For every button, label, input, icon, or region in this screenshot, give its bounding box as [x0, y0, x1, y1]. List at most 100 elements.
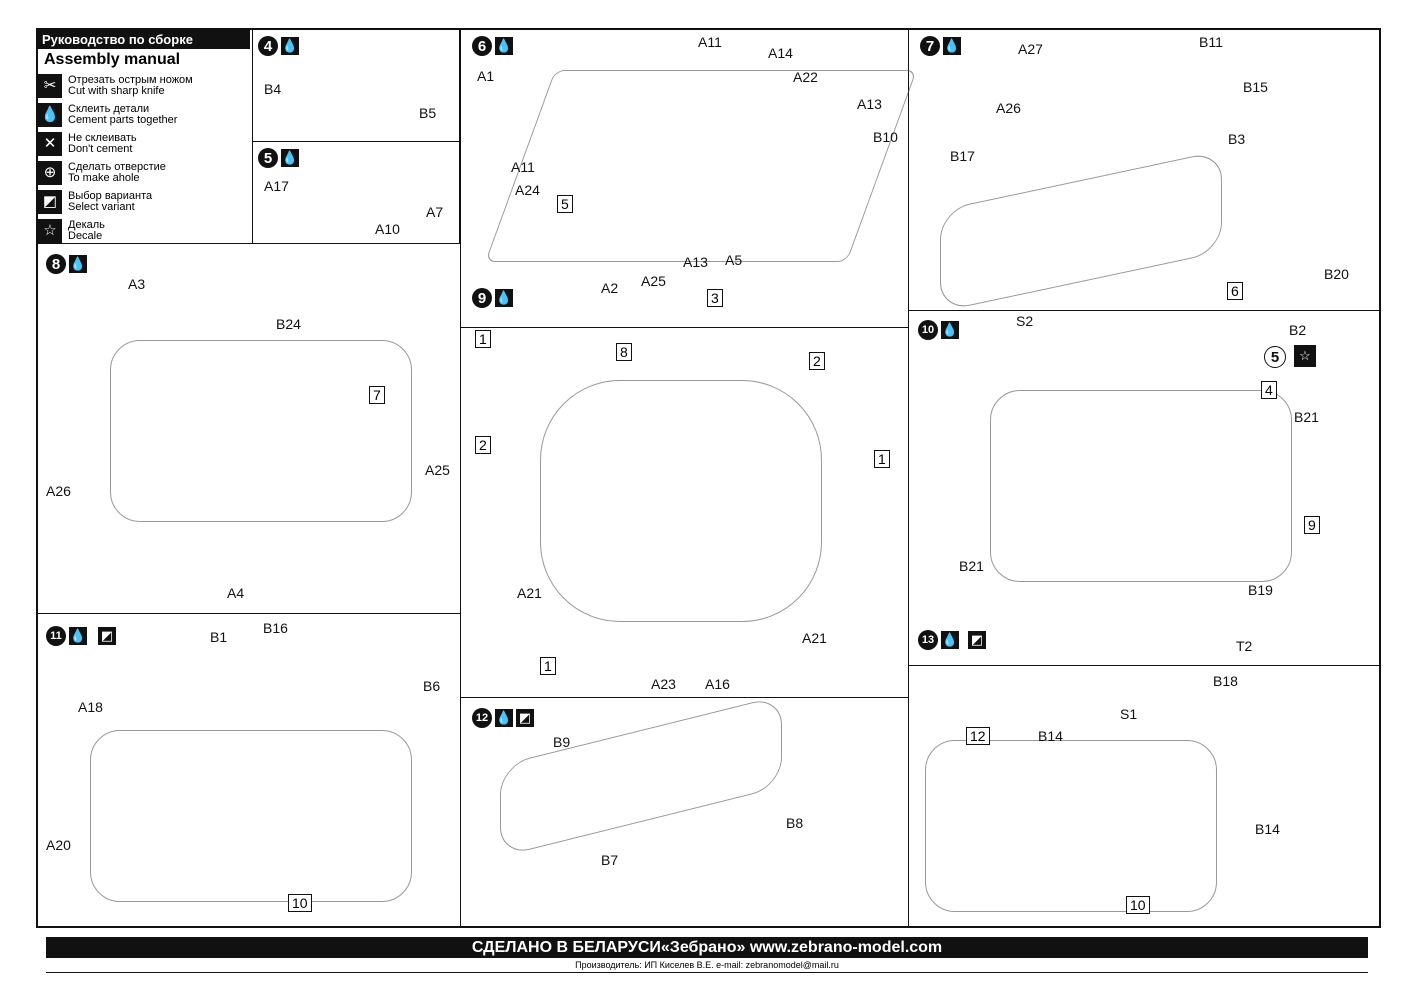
part-label: A13	[683, 254, 708, 270]
legend-title-en: Assembly manual	[44, 51, 181, 68]
legend-ru: Отрезать острым ножом	[68, 73, 193, 86]
step-ref-circle: 5	[1264, 346, 1286, 368]
step-number: 11	[46, 626, 66, 646]
part-label: A14	[768, 45, 793, 61]
step-ref-box: 10	[1126, 896, 1150, 914]
part-label: A4	[227, 585, 245, 601]
step-number: 5	[258, 148, 278, 168]
part-label: A25	[641, 273, 666, 289]
part-label: B17	[950, 148, 975, 164]
part-label: A21	[802, 630, 827, 646]
star-icon: ☆	[38, 218, 62, 243]
drop-icon: 💧	[943, 37, 961, 55]
star-icon: ☆	[1294, 345, 1316, 367]
part-label: A1	[477, 68, 495, 84]
step-ref-box: 12	[966, 727, 990, 745]
part-label: B21	[959, 558, 984, 574]
part-label: B9	[553, 734, 571, 750]
knife-icon: ✂	[38, 73, 62, 98]
variant-icon: ◩	[98, 627, 116, 645]
part-label: A3	[128, 276, 146, 292]
part-label: S2	[1016, 313, 1034, 329]
step-8-header: 8💧	[46, 254, 87, 274]
step-12-header: 12💧◩	[472, 708, 534, 728]
drop-icon: 💧	[495, 37, 513, 55]
variant-icon: ◩	[516, 709, 534, 727]
step-13-header: 13💧 ◩	[918, 630, 986, 650]
part-label: B7	[601, 852, 619, 868]
step-9-header: 9💧	[472, 288, 513, 308]
step-ref-box: 2	[475, 436, 491, 454]
part-label: B16	[263, 620, 288, 636]
car-drawing	[90, 730, 412, 902]
car-drawing	[925, 740, 1217, 912]
step-ref-box: 9	[1304, 516, 1320, 534]
part-label: A22	[793, 69, 818, 85]
legend-ru: Декаль	[68, 218, 105, 231]
part-label: A10	[375, 221, 400, 237]
step-6-header: 6💧	[472, 36, 513, 56]
legend-ru: Выбор варианта	[68, 189, 153, 202]
part-label: T2	[1236, 638, 1253, 654]
step-number: 9	[472, 288, 492, 308]
step-11-header: 11💧 ◩	[46, 626, 116, 646]
variant-icon: ◩	[38, 189, 62, 214]
step-number: 10	[918, 320, 938, 340]
step-ref-box: 7	[369, 386, 385, 404]
step-ref-box: 6	[1227, 282, 1243, 300]
step-7-header: 7💧	[920, 36, 961, 56]
underbody-drawing	[540, 380, 822, 622]
footer-banner: СДЕЛАНО В БЕЛАРУСИ«Зебрано» www.zebrano-…	[46, 937, 1368, 958]
variant-icon: ◩	[968, 631, 986, 649]
step-ref-box: 8	[616, 343, 632, 361]
step-number: 7	[920, 36, 940, 56]
legend-ru: Склеить детали	[68, 102, 150, 115]
part-label: A13	[857, 96, 882, 112]
step-number: 8	[46, 254, 66, 274]
step-number: 13	[918, 630, 938, 650]
legend: Руководство по сборке Assembly manual ✂О…	[38, 30, 250, 245]
drop-icon: 💧	[69, 627, 87, 645]
drop-icon: 💧	[281, 149, 299, 167]
body-drawing	[110, 340, 412, 522]
step-number: 12	[472, 708, 492, 728]
step-ref-box: 3	[707, 289, 723, 307]
part-label: A18	[78, 699, 103, 715]
car-drawing	[990, 390, 1292, 582]
part-label: B20	[1324, 266, 1349, 282]
part-label: A27	[1018, 41, 1043, 57]
legend-ru: Не склеивать	[68, 131, 137, 144]
step-ref-box: 1	[475, 330, 491, 348]
part-label: A25	[425, 462, 450, 478]
part-label: A26	[46, 483, 71, 499]
part-label: A20	[46, 837, 71, 853]
legend-en: Select variant	[68, 200, 135, 213]
part-label: B24	[276, 316, 301, 332]
step-10-header: 10💧	[918, 320, 959, 340]
step-4-header: 4💧	[258, 36, 299, 56]
part-label: B19	[1248, 582, 1273, 598]
part-label: B1	[210, 629, 228, 645]
legend-en: Decale	[68, 229, 103, 242]
part-label: A17	[264, 178, 289, 194]
part-label: B5	[419, 105, 437, 121]
part-label: B21	[1294, 409, 1319, 425]
chassis-drawing	[485, 70, 917, 262]
legend-en: Don't cement	[68, 142, 133, 155]
step-number: 4	[258, 36, 278, 56]
part-label: B6	[423, 678, 441, 694]
drop-icon: 💧	[941, 631, 959, 649]
part-label: A7	[426, 204, 444, 220]
legend-en: Cut with sharp knife	[68, 84, 165, 97]
legend-ru: Сделать отверстие	[68, 160, 166, 173]
part-label: A24	[515, 182, 540, 198]
part-label: A16	[705, 676, 730, 692]
legend-en: To make ahole	[68, 171, 140, 184]
part-label: A26	[996, 100, 1021, 116]
